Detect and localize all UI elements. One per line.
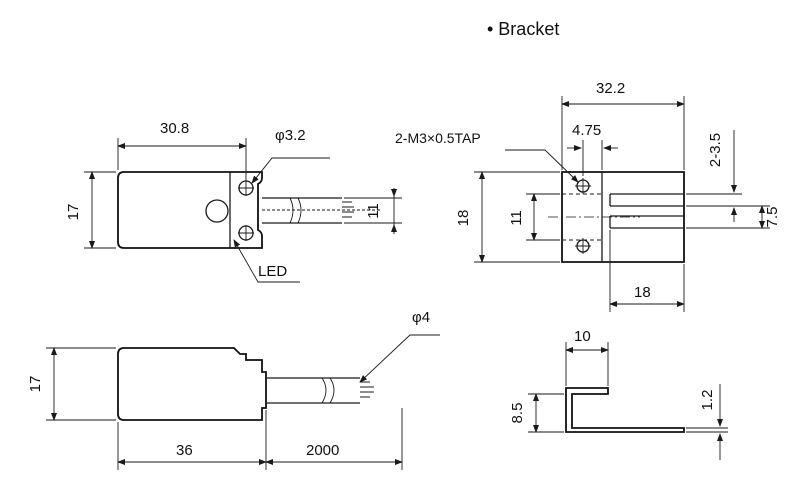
bracket-top-view: 32.2 4.75 2-M3×0.5TAP 2-3.5 7.5 18 11 18 bbox=[395, 80, 781, 312]
hole-spacing-label: 4.75 bbox=[572, 122, 601, 139]
led-circle bbox=[205, 199, 229, 223]
bracket-title: • Bracket bbox=[487, 19, 559, 39]
led-label: LED bbox=[258, 263, 287, 280]
top-width-label: 30.8 bbox=[160, 120, 189, 137]
body-length-label: 36 bbox=[176, 442, 193, 459]
bracket-height-label: 18 bbox=[455, 210, 472, 227]
cable-length-label: 2000 bbox=[306, 442, 339, 459]
top-height-label: 17 bbox=[65, 204, 82, 221]
bracket-thickness-label: 1.2 bbox=[699, 390, 716, 411]
cable-height-label: 11 bbox=[365, 203, 382, 219]
slot-width-label: 2-3.5 bbox=[707, 133, 724, 167]
bracket-side-width-label: 10 bbox=[574, 328, 591, 345]
hole-dia-label: φ3.2 bbox=[275, 127, 306, 144]
bracket-inner-height-label: 11 bbox=[508, 210, 525, 226]
bracket-bottom-width-label: 18 bbox=[634, 284, 651, 301]
side-height-label: 17 bbox=[27, 376, 44, 393]
sensor-side-view: 17 36 2000 φ4 bbox=[27, 309, 440, 470]
slot-height-label: 7.5 bbox=[764, 207, 781, 228]
bracket-width-label: 32.2 bbox=[596, 80, 625, 97]
cable-dia-label: φ4 bbox=[412, 309, 430, 326]
bracket-side-height-label: 8.5 bbox=[509, 403, 526, 424]
tap-label: 2-M3×0.5TAP bbox=[395, 130, 481, 146]
sensor-top-view: 30.8 17 φ3.2 11 LED bbox=[65, 120, 402, 283]
bracket-side-view: 10 8.5 1.2 bbox=[509, 328, 728, 460]
